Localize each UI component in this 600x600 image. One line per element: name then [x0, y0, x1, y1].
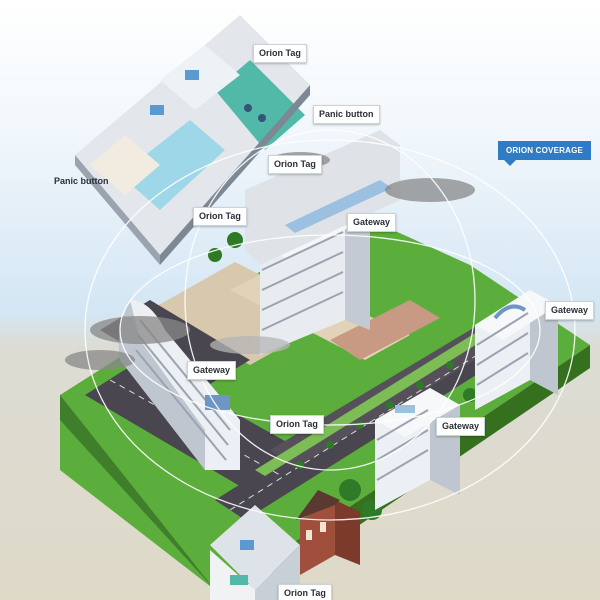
orion-tag-label-bottom: Orion Tag — [278, 584, 332, 600]
central-building — [245, 130, 400, 355]
panic-button-label-right: Panic button — [313, 105, 380, 124]
gateway-label-left: Gateway — [187, 361, 237, 380]
gateway-label-right: Gateway — [545, 301, 595, 320]
coverage-rings — [84, 129, 576, 521]
panic-button-label-left: Panic button — [54, 176, 109, 186]
gateway-label-center: Gateway — [347, 213, 397, 232]
lower-building — [375, 388, 460, 510]
orion-coverage-badge: ORION COVERAGE — [498, 141, 592, 166]
orion-tag-label-mid: Orion Tag — [268, 155, 322, 174]
orion-coverage-title: ORION COVERAGE — [506, 146, 584, 155]
orion-tag-label-road: Orion Tag — [270, 415, 324, 434]
trees — [208, 232, 526, 520]
gateway-label-lower: Gateway — [436, 417, 486, 436]
orion-tag-label-top: Orion Tag — [253, 44, 307, 63]
orion-tag-label-left: Orion Tag — [193, 207, 247, 226]
